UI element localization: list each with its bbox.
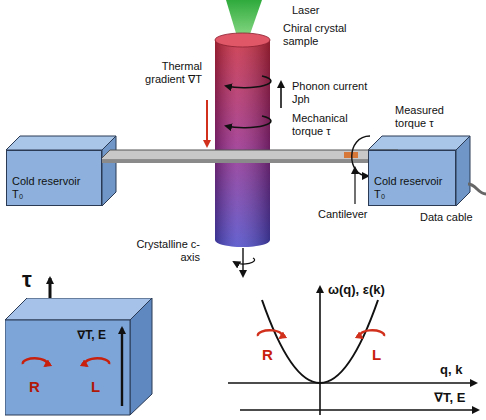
cube-side xyxy=(130,298,152,415)
torque-arc xyxy=(226,76,271,88)
crystal-top xyxy=(215,33,270,47)
cube-label: ∇T, E xyxy=(77,328,106,342)
momentum-axis xyxy=(228,382,476,384)
cantilever-label: Cantilever xyxy=(318,208,388,221)
gradient-axis xyxy=(240,409,478,411)
reservoir-side xyxy=(456,136,470,206)
sensor-pad xyxy=(344,152,358,158)
reservoir-top xyxy=(368,136,470,150)
torque-label: Mechanical torque τ xyxy=(292,112,366,138)
torque-symbol: τ xyxy=(22,268,42,292)
field-cube: R L ∇T, E xyxy=(5,298,155,416)
cantilever-pointer xyxy=(354,168,355,204)
chirality-arrow xyxy=(23,358,47,366)
reservoir-label: Cold reservoir T₀ xyxy=(374,175,446,201)
chirality-arrow xyxy=(258,330,282,338)
cold-reservoir: Cold reservoir T₀ xyxy=(6,150,102,206)
cube-front xyxy=(5,320,130,415)
crystal-shade xyxy=(215,40,270,247)
gradient-label: Thermal gradient ∇T xyxy=(138,60,202,86)
crystal-sample xyxy=(215,40,270,247)
axis-title: ∇T, E xyxy=(434,390,484,405)
gradient-arrow xyxy=(121,328,123,406)
chirality-label: R xyxy=(262,346,278,363)
chirality-label: L xyxy=(372,346,388,363)
cantilever-edge xyxy=(100,160,388,163)
reservoir-label: Cold reservoir T₀ xyxy=(12,175,84,201)
energy-axis xyxy=(319,287,321,415)
chirality-arrow xyxy=(360,330,384,338)
cube-outline xyxy=(5,298,155,416)
cold-reservoir: Cold reservoir T₀ xyxy=(368,150,456,206)
axis-title: ω(q), ε(k) xyxy=(328,282,428,297)
reservoir-top xyxy=(6,136,116,150)
chirality-arrow xyxy=(85,358,109,366)
phonon-arrow xyxy=(280,82,282,108)
cube-top xyxy=(5,298,152,320)
reservoir-side xyxy=(102,136,116,206)
gradient-arrow xyxy=(206,100,208,146)
phonon-label: Phonon current Jph xyxy=(292,80,372,106)
torque-arc xyxy=(226,116,271,128)
cube-label: R xyxy=(29,378,40,395)
measured-label: Measured torque τ xyxy=(395,104,469,130)
data-cable xyxy=(468,184,486,194)
cube-label: L xyxy=(91,378,100,395)
dispersion-curve xyxy=(262,300,378,383)
c-axis-rotation xyxy=(234,258,255,264)
axis-title: q, k xyxy=(440,362,484,377)
sample-label: Chiral crystal sample xyxy=(283,22,365,48)
laser-label: Laser xyxy=(292,4,352,17)
cantilever-bar xyxy=(100,150,398,160)
c-axis-arrow xyxy=(242,248,243,276)
axis-label: Crystalline c-axis xyxy=(136,238,200,264)
cable-label: Data cable xyxy=(420,211,484,224)
